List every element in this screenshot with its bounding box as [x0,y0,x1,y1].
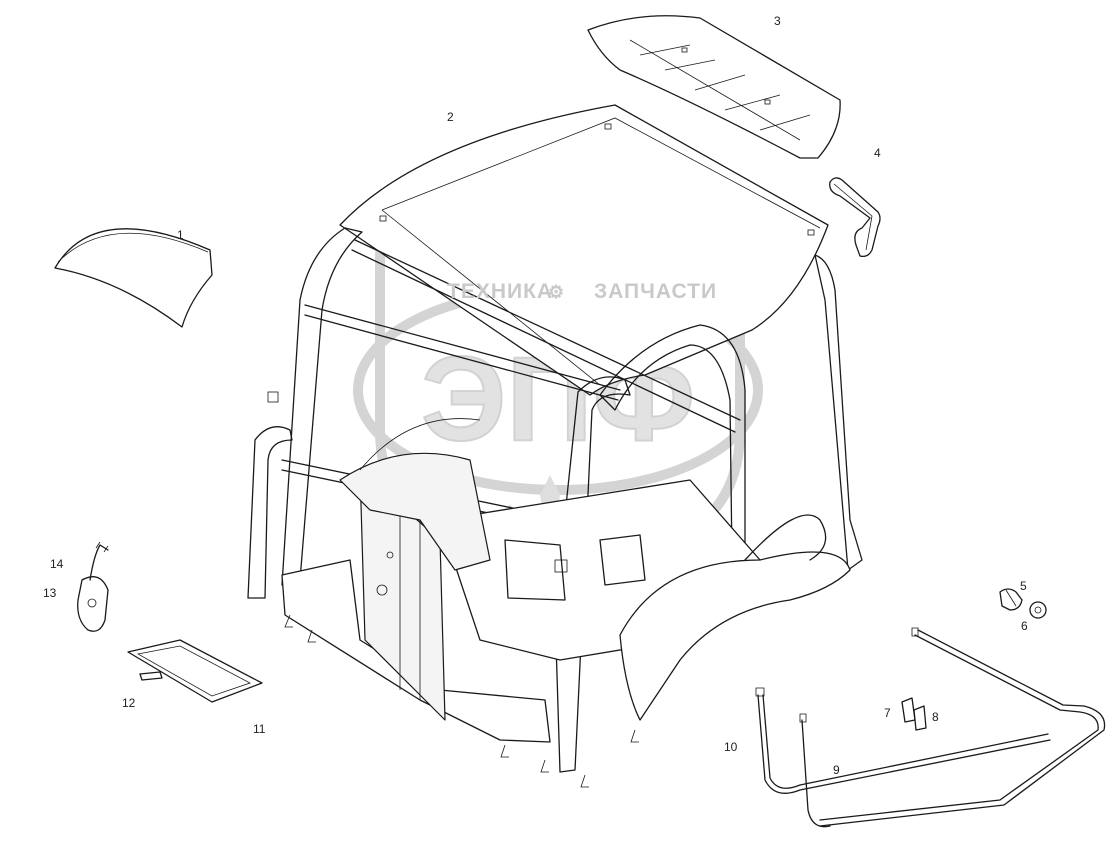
callout-1: 1 [177,228,184,242]
callout-4: 4 [874,146,881,160]
callout-3: 3 [774,14,781,28]
part-4-seal [829,177,881,258]
callout-14: 14 [50,557,64,571]
part-9-tube [799,627,1106,828]
callout-7: 7 [884,706,891,720]
part-3-roof-cover [587,15,841,159]
callout-2: 2 [447,110,454,124]
callout-10: 10 [724,740,738,754]
watermark-text-left: ТЕХНИКА [447,280,554,303]
callout-12: 12 [122,696,136,710]
callout-11: 11 [253,722,266,736]
gear-icon: ⚙ [548,282,566,302]
part-2-cab-frame [247,104,863,788]
part-6-nut [1029,601,1047,619]
callout-9: 9 [833,763,840,777]
callout-6: 6 [1021,619,1028,633]
part-11-12-plate [127,639,263,703]
part-1-panel [54,228,213,328]
part-10-tube [755,687,1051,794]
part-5-fitting [999,588,1023,611]
watermark-text-right: ЗАПЧАСТИ [594,280,718,303]
part-8-clip [913,705,927,731]
callout-8: 8 [932,710,939,724]
part-13-14-cable [77,541,109,632]
callout-5: 5 [1020,579,1027,593]
callout-13: 13 [43,586,57,600]
part-7-clip [901,697,916,723]
